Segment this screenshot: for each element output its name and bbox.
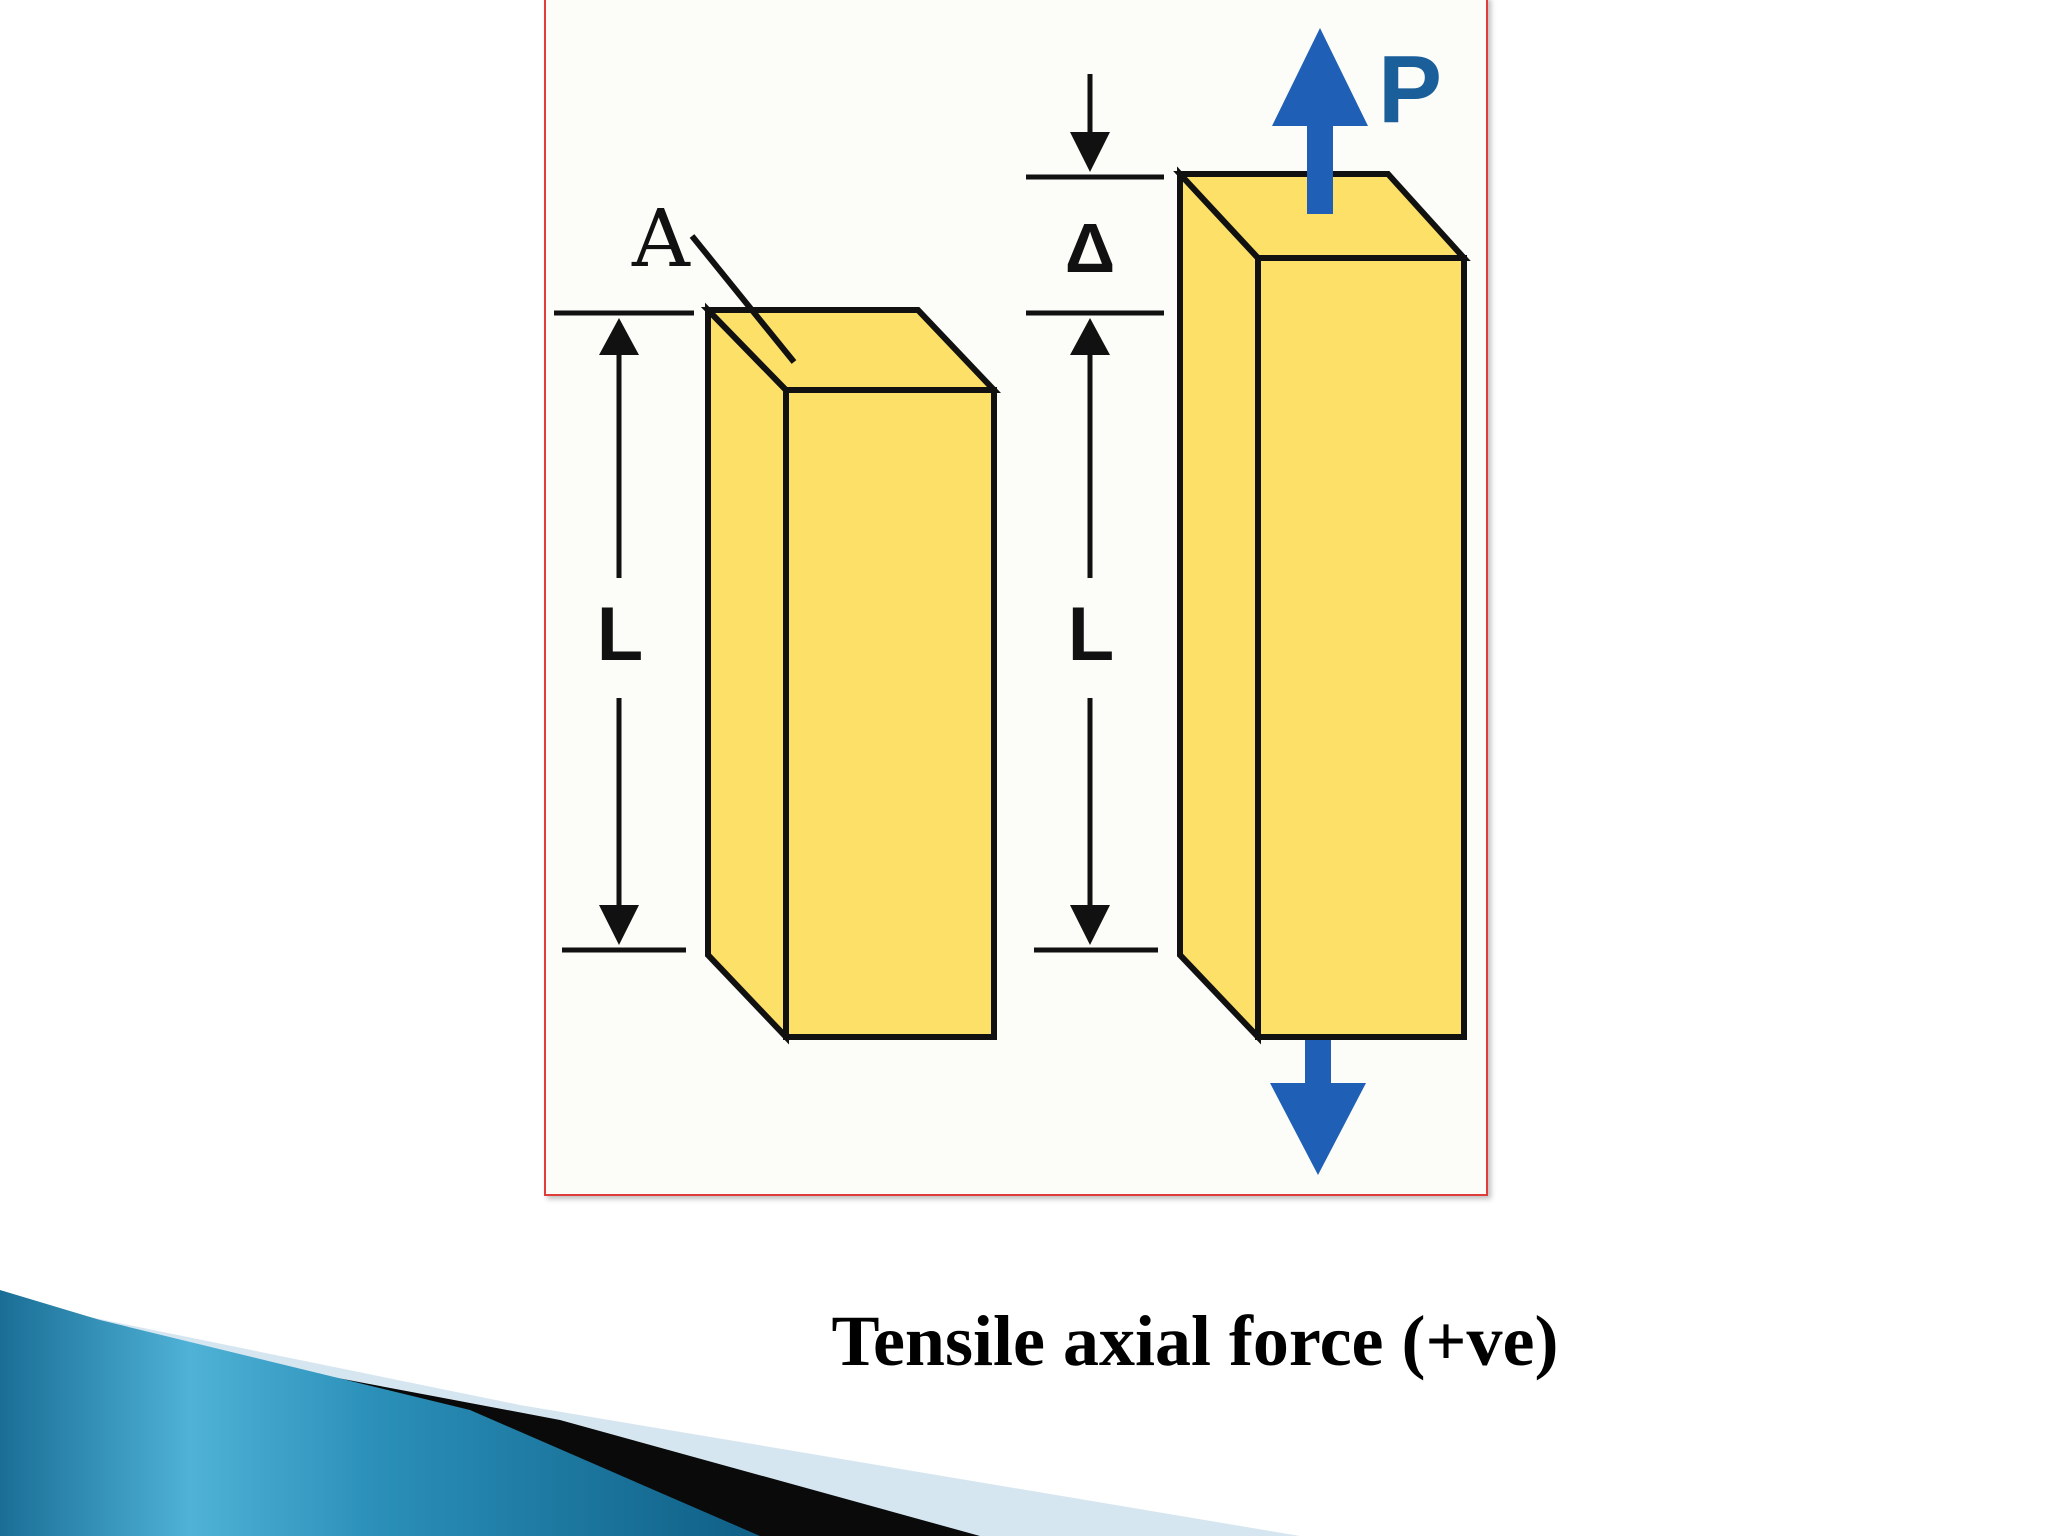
length-arrow-up-icon [599,318,639,355]
elongation-arrow-down-icon [1070,132,1110,172]
loaded-bar-side-face [1177,166,1261,1045]
unloaded-bar-front-face [783,387,997,1040]
length-dimension-left [554,310,694,953]
figure-caption: Tensile axial force (+ve) [831,1301,1559,1381]
tensile-force-arrow-down-icon [1270,1040,1366,1175]
elongation-dimension [1026,74,1164,316]
unloaded-bar-side-face [705,302,789,1045]
tensile-force-arrow-up-icon [1272,28,1368,214]
length-dimension-right [1034,350,1158,953]
decorative-ribbon [0,1290,1300,1536]
area-label: A [631,192,691,285]
force-label: P [1378,36,1442,143]
length-label-left: L [597,592,643,677]
area-leader-line [689,234,797,364]
length-arrow-down-icon [599,905,639,945]
loaded-bar-front-face [1255,255,1467,1040]
elongation-label: Δ [1065,209,1115,287]
loaded-bar [1173,166,1471,1045]
unloaded-bar [700,302,1001,1045]
length-arrow-up-icon [1070,318,1110,355]
length-arrow-down-icon [1070,905,1110,945]
length-label-right: L [1068,592,1114,677]
